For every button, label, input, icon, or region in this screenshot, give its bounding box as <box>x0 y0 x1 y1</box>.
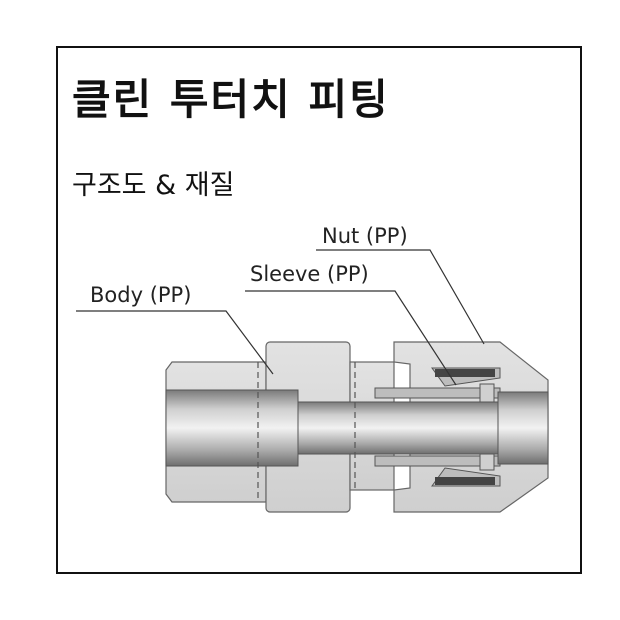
sleeve-teeth <box>435 369 495 485</box>
page-title: 클린 투터치 피팅 <box>72 75 390 124</box>
subtitle: 구조도 & 재질 <box>72 170 235 201</box>
hidden-lines <box>257 362 356 502</box>
tube <box>297 401 499 455</box>
body-label: Body (PP) <box>90 283 192 307</box>
frame-border <box>56 46 582 574</box>
leader-lines <box>76 249 485 386</box>
body-bore <box>165 389 299 467</box>
sleeve-label: Sleeve (PP) <box>250 262 369 286</box>
nut-bore <box>497 391 549 465</box>
nut-label: Nut (PP) <box>322 224 408 248</box>
